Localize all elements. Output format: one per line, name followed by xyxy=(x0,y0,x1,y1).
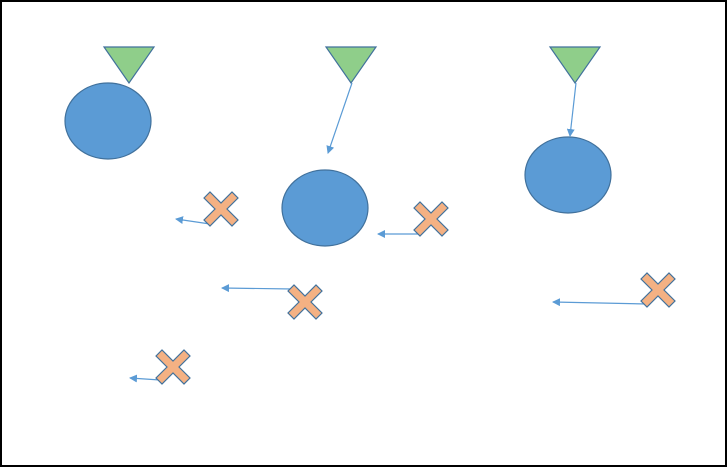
arrow-cross-4 xyxy=(552,298,648,307)
cross-shape-5 xyxy=(155,349,191,385)
arrow-cross-5 xyxy=(129,374,161,383)
cross-shape-3 xyxy=(287,284,323,320)
arrow-cross-3 xyxy=(221,284,294,293)
circle-shape-left xyxy=(64,82,152,160)
circle-shape-middle xyxy=(281,169,369,247)
cross-shape-4 xyxy=(640,272,676,308)
triangle-shape-middle xyxy=(324,46,378,85)
arrow-cross-1 xyxy=(175,216,211,225)
arrow-triangle-middle xyxy=(326,82,353,154)
arrow-triangle-right xyxy=(566,82,577,137)
triangle-shape-left xyxy=(102,46,156,85)
cross-shape-2 xyxy=(413,201,449,237)
circle-shape-right xyxy=(524,136,612,214)
cross-shape-1 xyxy=(203,191,239,227)
triangle-shape-right xyxy=(548,46,602,85)
